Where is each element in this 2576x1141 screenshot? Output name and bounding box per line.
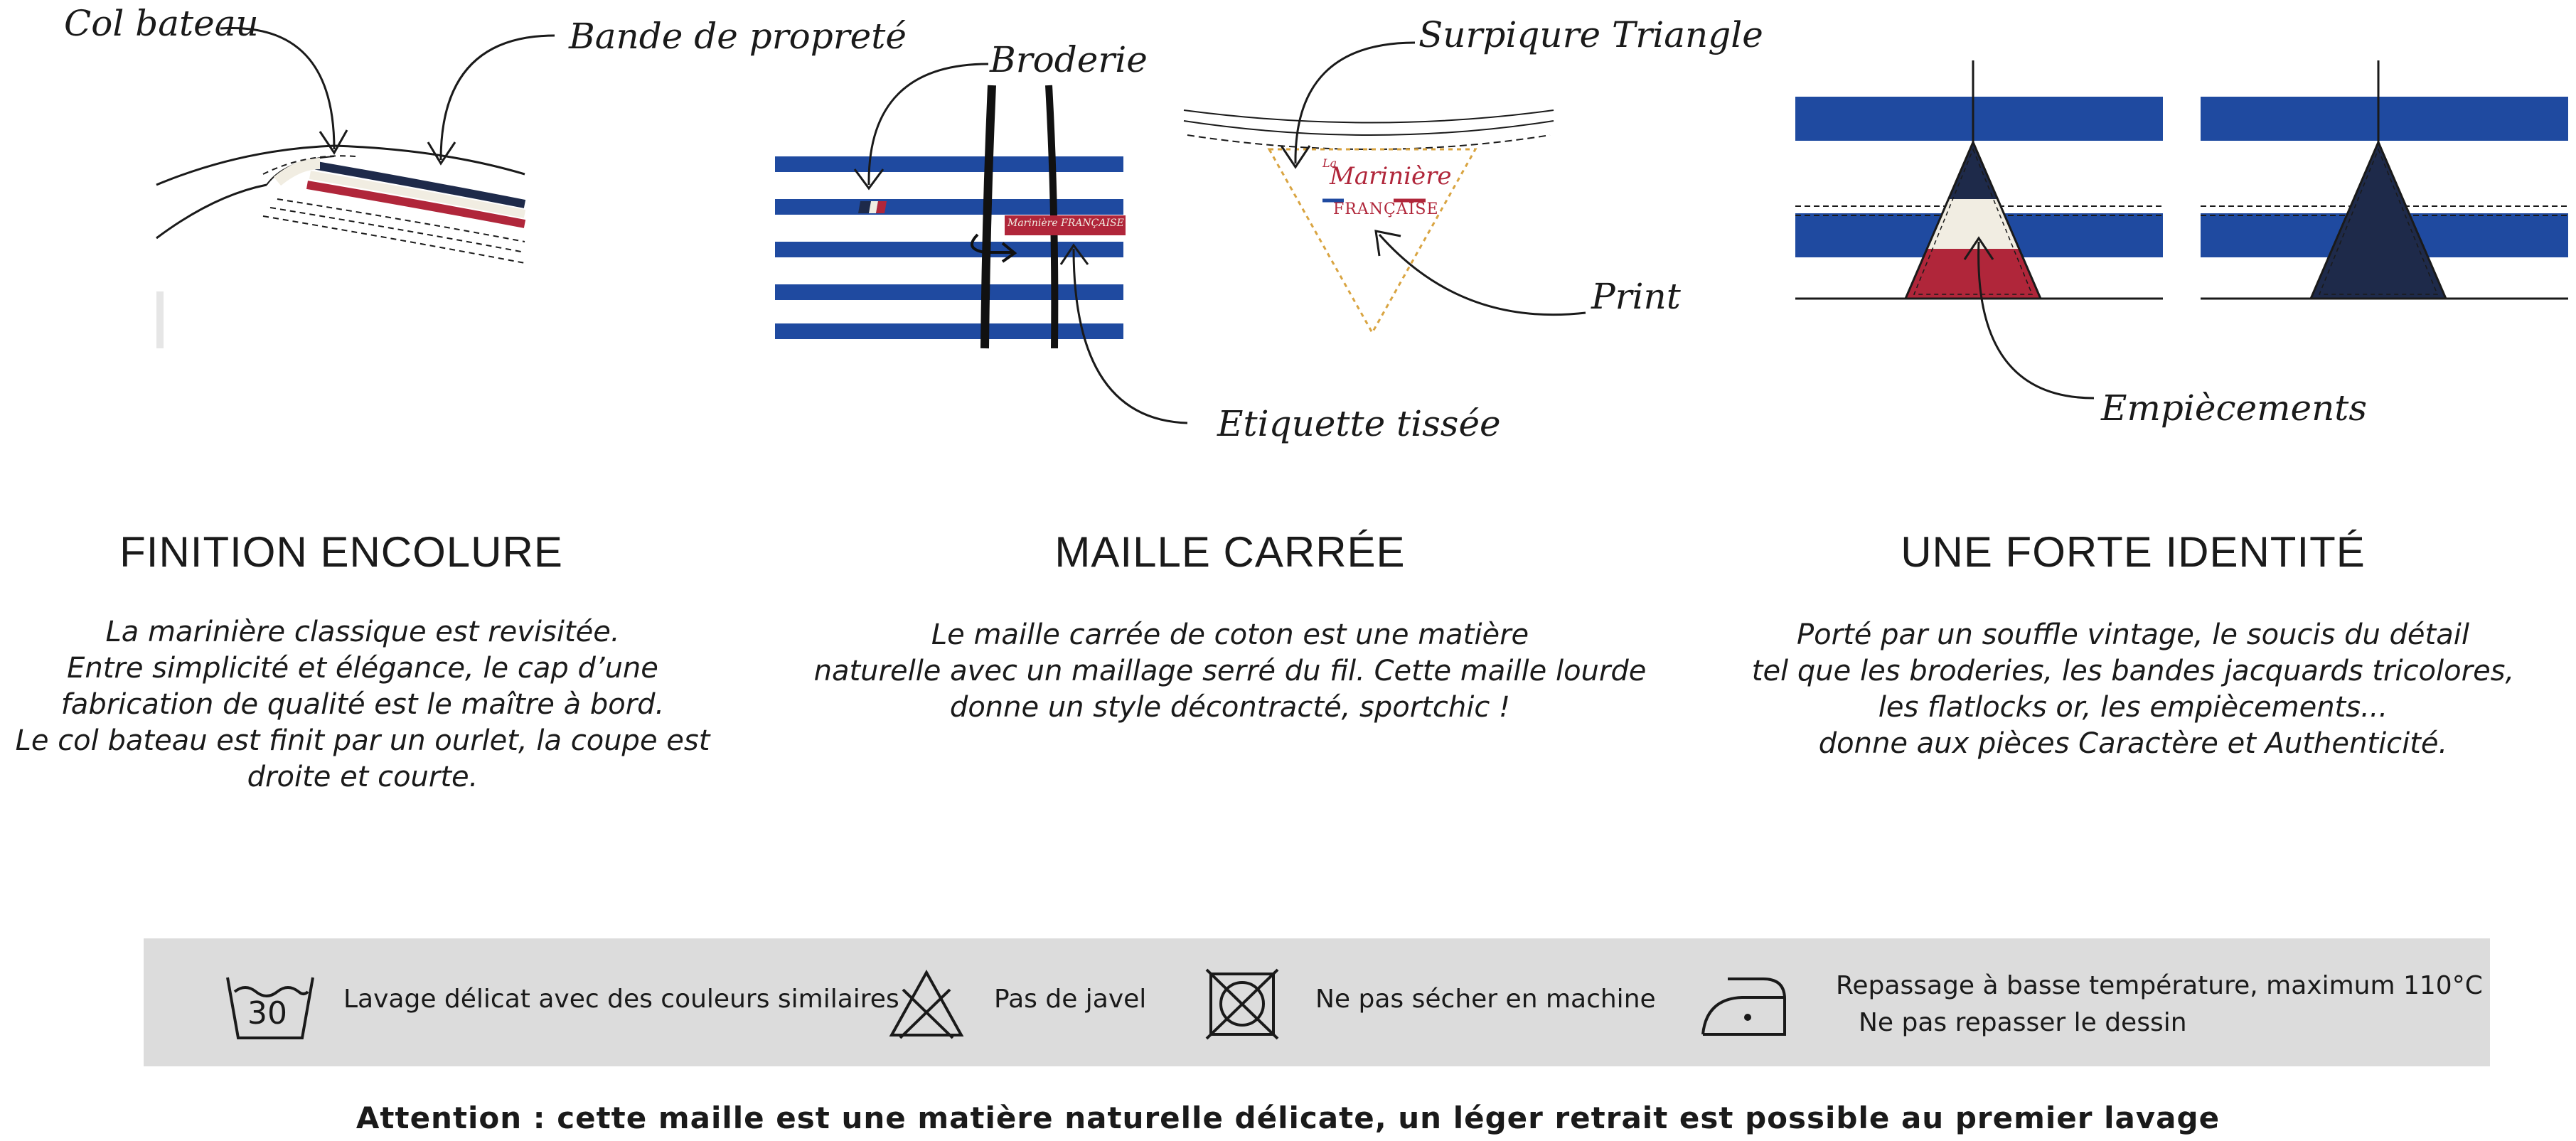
- text-line: fabrication de qualité est le maître à b…: [60, 688, 665, 721]
- section-text-identite: Porté par un souffle vintage, le soucis …: [1749, 617, 2517, 762]
- print-arrow: [1374, 230, 1586, 316]
- empiecements-arrow: [1963, 236, 2095, 400]
- empiecement-navy: [2197, 57, 2574, 306]
- print-prefix: La: [1322, 156, 1337, 170]
- text-line: les flatlocks or, les empiècements...: [1878, 691, 2388, 724]
- no-bleach-icon: [887, 968, 966, 1039]
- text-line: Le col bateau est finit par un ourlet, l…: [15, 724, 710, 757]
- text-line: Entre simplicité et élégance, le cap d’u…: [67, 652, 658, 685]
- text-line: droite et courte.: [247, 761, 479, 793]
- wash-temperature: 30: [247, 995, 287, 1032]
- text-line: donne aux pièces Caractère et Authentici…: [1818, 727, 2448, 760]
- label-empiecements: Empiècements: [2101, 387, 2368, 429]
- label-surpiqure-triangle: Surpiqure Triangle: [1418, 14, 1763, 55]
- shrinkage-warning: Attention : cette maille est une matière…: [356, 1100, 2220, 1135]
- section-title-identite: UNE FORTE IDENTITÉ: [1901, 528, 2366, 576]
- section-title-finition: FINITION ENCOLURE: [119, 528, 563, 576]
- care-instructions-bar: [144, 938, 2490, 1066]
- wash-30-icon: [224, 970, 316, 1045]
- text-line: Porté par un souffle vintage, le soucis …: [1797, 618, 2469, 651]
- label-etiquette-tissee: Etiquette tissée: [1217, 403, 1501, 444]
- care-bleach-text: Pas de javel: [994, 985, 1147, 1014]
- text-line: Le maille carrée de coton est une matièr…: [931, 618, 1529, 651]
- section-text-maille: Le maille carrée de coton est une matièr…: [803, 617, 1657, 726]
- text-line: La marinière classique est revisitée.: [105, 616, 620, 648]
- print-text-line2: FRANÇAISE: [1333, 200, 1439, 218]
- woven-label-text: Marinière FRANÇAISE: [1008, 218, 1124, 229]
- care-iron-text-1: Repassage à basse température, maximum 1…: [1836, 971, 2483, 1000]
- label-print: Print: [1591, 276, 1681, 317]
- col-bateau-arrow: [220, 26, 348, 155]
- care-dry-text: Ne pas sécher en machine: [1315, 985, 1656, 1014]
- text-line: naturelle avec un maillage serré du fil.…: [813, 655, 1647, 687]
- bande-proprete-arrow: [427, 34, 555, 166]
- no-tumble-dry-icon: [1204, 967, 1281, 1041]
- broderie-arrow: [853, 63, 989, 191]
- care-iron-text-2: Ne pas repasser le dessin: [1859, 1008, 2187, 1037]
- surpiqure-arrow: [1280, 41, 1416, 169]
- text-line: donne un style décontracté, sportchic !: [949, 691, 1511, 724]
- collar-illustration: [142, 114, 540, 355]
- stripes-illustration: [771, 71, 1155, 355]
- iron-low-icon: [1699, 970, 1792, 1041]
- label-broderie: Broderie: [990, 39, 1148, 80]
- section-title-maille: MAILLE CARRÉE: [1054, 528, 1406, 576]
- etiquette-arrow: [1059, 243, 1188, 424]
- triangle-print-illustration: [1180, 92, 1564, 348]
- label-col-bateau: Col bateau: [64, 3, 259, 44]
- print-text-line1: Marinière: [1330, 162, 1452, 191]
- label-bande-proprete: Bande de propreté: [569, 16, 907, 57]
- section-text-finition: La marinière classique est revisitée. En…: [0, 614, 725, 796]
- text-line: tel que les broderies, les bandes jacqua…: [1751, 655, 2515, 687]
- care-wash-text: Lavage délicat avec des couleurs similai…: [343, 985, 899, 1014]
